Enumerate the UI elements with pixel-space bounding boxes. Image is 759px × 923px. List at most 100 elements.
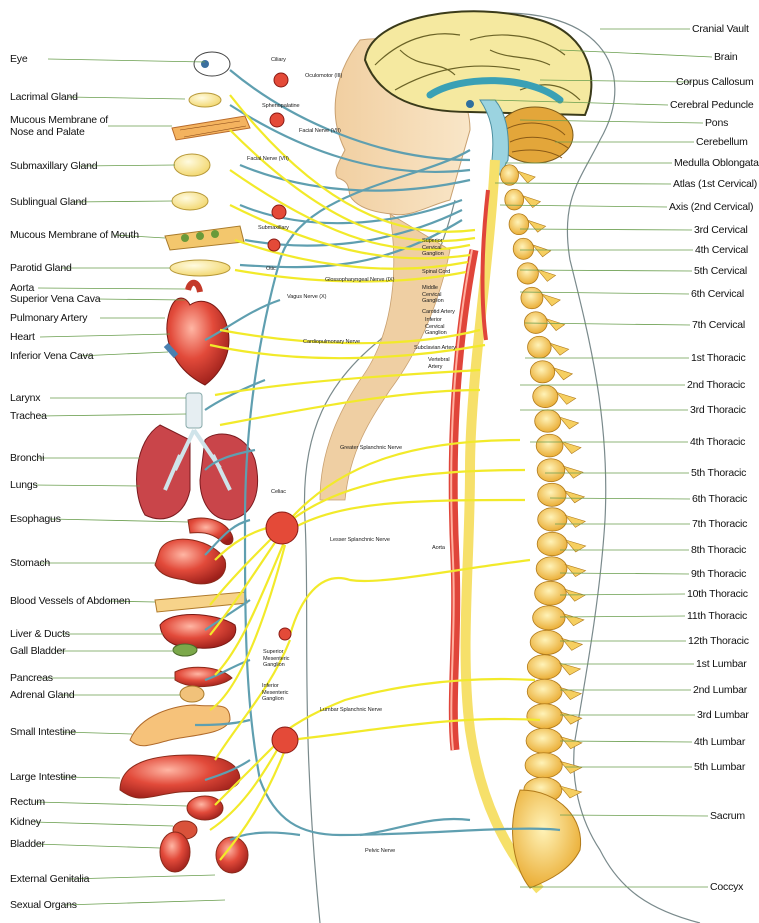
- vertebrae-group: [500, 164, 587, 889]
- label-sphenopalatine: Sphenopalatine: [262, 103, 300, 109]
- label-7th-cervical: 7th Cervical: [692, 319, 746, 331]
- vertebra-body: [529, 629, 564, 655]
- label-middle-cervical-ganglion: Middle Cervical Ganglion: [422, 285, 444, 304]
- label-trachea: Trachea: [10, 410, 47, 422]
- label-otic: Otic: [266, 266, 276, 272]
- sacrum-bone: [512, 789, 582, 889]
- label-medulla-oblongata: Medulla Oblongata: [674, 157, 759, 169]
- label-inferior-cervical-ganglion: Inferior Cervical Ganglion: [425, 317, 447, 336]
- label-inferior-mesenteric-ganglion: Inferior Mesenteric Ganglion: [262, 683, 289, 702]
- vertebra-process: [540, 293, 561, 307]
- label-8th-thoracic: 8th Thoracic: [691, 544, 747, 556]
- spinal-column: [448, 159, 587, 894]
- label-submaxillary-gland: Submaxillary Gland: [10, 160, 98, 172]
- label-liver-ducts: Liver & Ducts: [10, 628, 70, 640]
- label-5th-cervical: 5th Cervical: [694, 265, 748, 277]
- brain-drawing: [363, 10, 593, 177]
- label-spinal-cord: Spinal Cord: [422, 269, 451, 275]
- label-11th-thoracic: 11th Thoracic: [687, 610, 748, 622]
- label-7th-thoracic: 7th Thoracic: [692, 518, 748, 530]
- vertebra-body: [534, 409, 562, 433]
- label-blood-vessels-abdomen: Blood Vessels of Abdomen: [10, 595, 131, 607]
- vertebra-process: [516, 170, 536, 184]
- label-stomach: Stomach: [10, 557, 51, 569]
- label-12th-thoracic: 12th Thoracic: [688, 635, 749, 647]
- leader-lines: [32, 28, 713, 906]
- label-corpus-callosum: Corpus Callosum: [676, 76, 754, 88]
- label-mucous-mouth: Mucous Membrane of Mouth: [10, 229, 139, 241]
- label-bladder: Bladder: [10, 838, 45, 850]
- vertebra-process: [531, 244, 552, 258]
- label-adrenal-gland: Adrenal Gland: [10, 689, 75, 701]
- label-bronchi: Bronchi: [10, 452, 45, 464]
- vertebra-process: [559, 785, 583, 799]
- vertebra-process: [549, 342, 570, 356]
- label-2nd-thoracic: 2nd Thoracic: [687, 379, 746, 391]
- label-gall-bladder: Gall Bladder: [10, 645, 66, 657]
- vertebra-process: [560, 637, 584, 651]
- vertebra-process: [563, 490, 586, 504]
- vertebra-process: [536, 268, 557, 282]
- vertebra-process: [559, 736, 583, 750]
- label-coccyx: Coccyx: [710, 881, 744, 893]
- label-1st-thoracic: 1st Thoracic: [691, 352, 746, 364]
- label-large-intestine: Large Intestine: [10, 771, 77, 783]
- label-cerebral-peduncle: Cerebral Peduncle: [670, 99, 754, 111]
- label-cranial-vault: Cranial Vault: [692, 23, 749, 35]
- label-3rd-thoracic: 3rd Thoracic: [690, 404, 746, 416]
- label-sublingual-gland: Sublingual Gland: [10, 196, 87, 208]
- vertebra-body: [508, 213, 530, 236]
- label-aorta-center: Aorta: [432, 545, 445, 551]
- label-3rd-cervical: 3rd Cervical: [694, 224, 748, 236]
- label-facial-nerve-2: Facial Nerve (VII): [247, 156, 289, 162]
- vertebra-body: [532, 605, 566, 631]
- vertebra-body: [527, 335, 552, 359]
- label-vagus: Vagus Nerve (X): [287, 294, 327, 300]
- vertebra-process: [559, 711, 583, 725]
- label-carotid-artery: Carotid Artery: [422, 309, 455, 315]
- label-inferior-vena-cava: Inferior Vena Cava: [10, 350, 94, 362]
- label-small-intestine: Small Intestine: [10, 726, 76, 738]
- label-2nd-lumbar: 2nd Lumbar: [693, 684, 748, 696]
- parasympathetic-nerves: [194, 69, 561, 841]
- label-lungs: Lungs: [10, 479, 38, 491]
- label-pelvic-nerve: Pelvic Nerve: [365, 848, 396, 854]
- label-4th-lumbar: 4th Lumbar: [694, 736, 746, 748]
- vertebra-body: [526, 703, 563, 730]
- label-lumbar-splanchnic: Lumbar Splanchnic Nerve: [320, 707, 383, 713]
- vertebra-process: [564, 564, 587, 577]
- label-mucous-nose-palate: Mucous Membrane of Nose and Palate: [10, 114, 108, 138]
- label-3rd-lumbar: 3rd Lumbar: [697, 709, 749, 721]
- label-heart: Heart: [10, 331, 35, 343]
- label-rectum: Rectum: [10, 796, 45, 808]
- label-kidney: Kidney: [10, 816, 41, 828]
- label-pancreas: Pancreas: [10, 672, 53, 684]
- label-4th-cervical: 4th Cervical: [695, 244, 749, 256]
- ganglia: [265, 72, 299, 754]
- vertebra-body: [535, 556, 568, 581]
- vertebra-body: [516, 262, 539, 285]
- label-vertebral-artery: Vertebral Artery: [428, 357, 450, 370]
- label-eye: Eye: [10, 53, 28, 65]
- vertebra-body: [529, 360, 556, 384]
- label-submaxillary-ganglion: Submaxillary: [258, 225, 289, 231]
- label-glossopharyngeal: Glossopharyngeal Nerve (IX): [325, 277, 395, 283]
- label-lesser-splanchnic: Lesser Splanchnic Nerve: [330, 537, 390, 543]
- vertebra-body: [520, 286, 544, 310]
- label-subclavian-artery: Subclavian Artery: [414, 345, 456, 351]
- vertebra-body: [512, 237, 535, 260]
- label-axis: Axis (2nd Cervical): [669, 201, 754, 213]
- label-5th-lumbar: 5th Lumbar: [694, 761, 746, 773]
- label-superior-cervical-ganglion: Superior Cervical Ganglion: [422, 238, 444, 257]
- label-cerebellum: Cerebellum: [696, 136, 748, 148]
- label-aorta: Aorta: [10, 282, 35, 294]
- vertebra-body: [525, 727, 563, 754]
- label-greater-splanchnic: Greater Splanchnic Nerve: [340, 445, 402, 451]
- vertebra-body: [536, 531, 568, 557]
- label-pulmonary-artery: Pulmonary Artery: [10, 312, 88, 324]
- label-superior-mesenteric-ganglion: Superior Mesenteric Ganglion: [263, 649, 290, 668]
- vertebra-process: [558, 662, 582, 676]
- label-sexual-organs: Sexual Organs: [10, 899, 77, 911]
